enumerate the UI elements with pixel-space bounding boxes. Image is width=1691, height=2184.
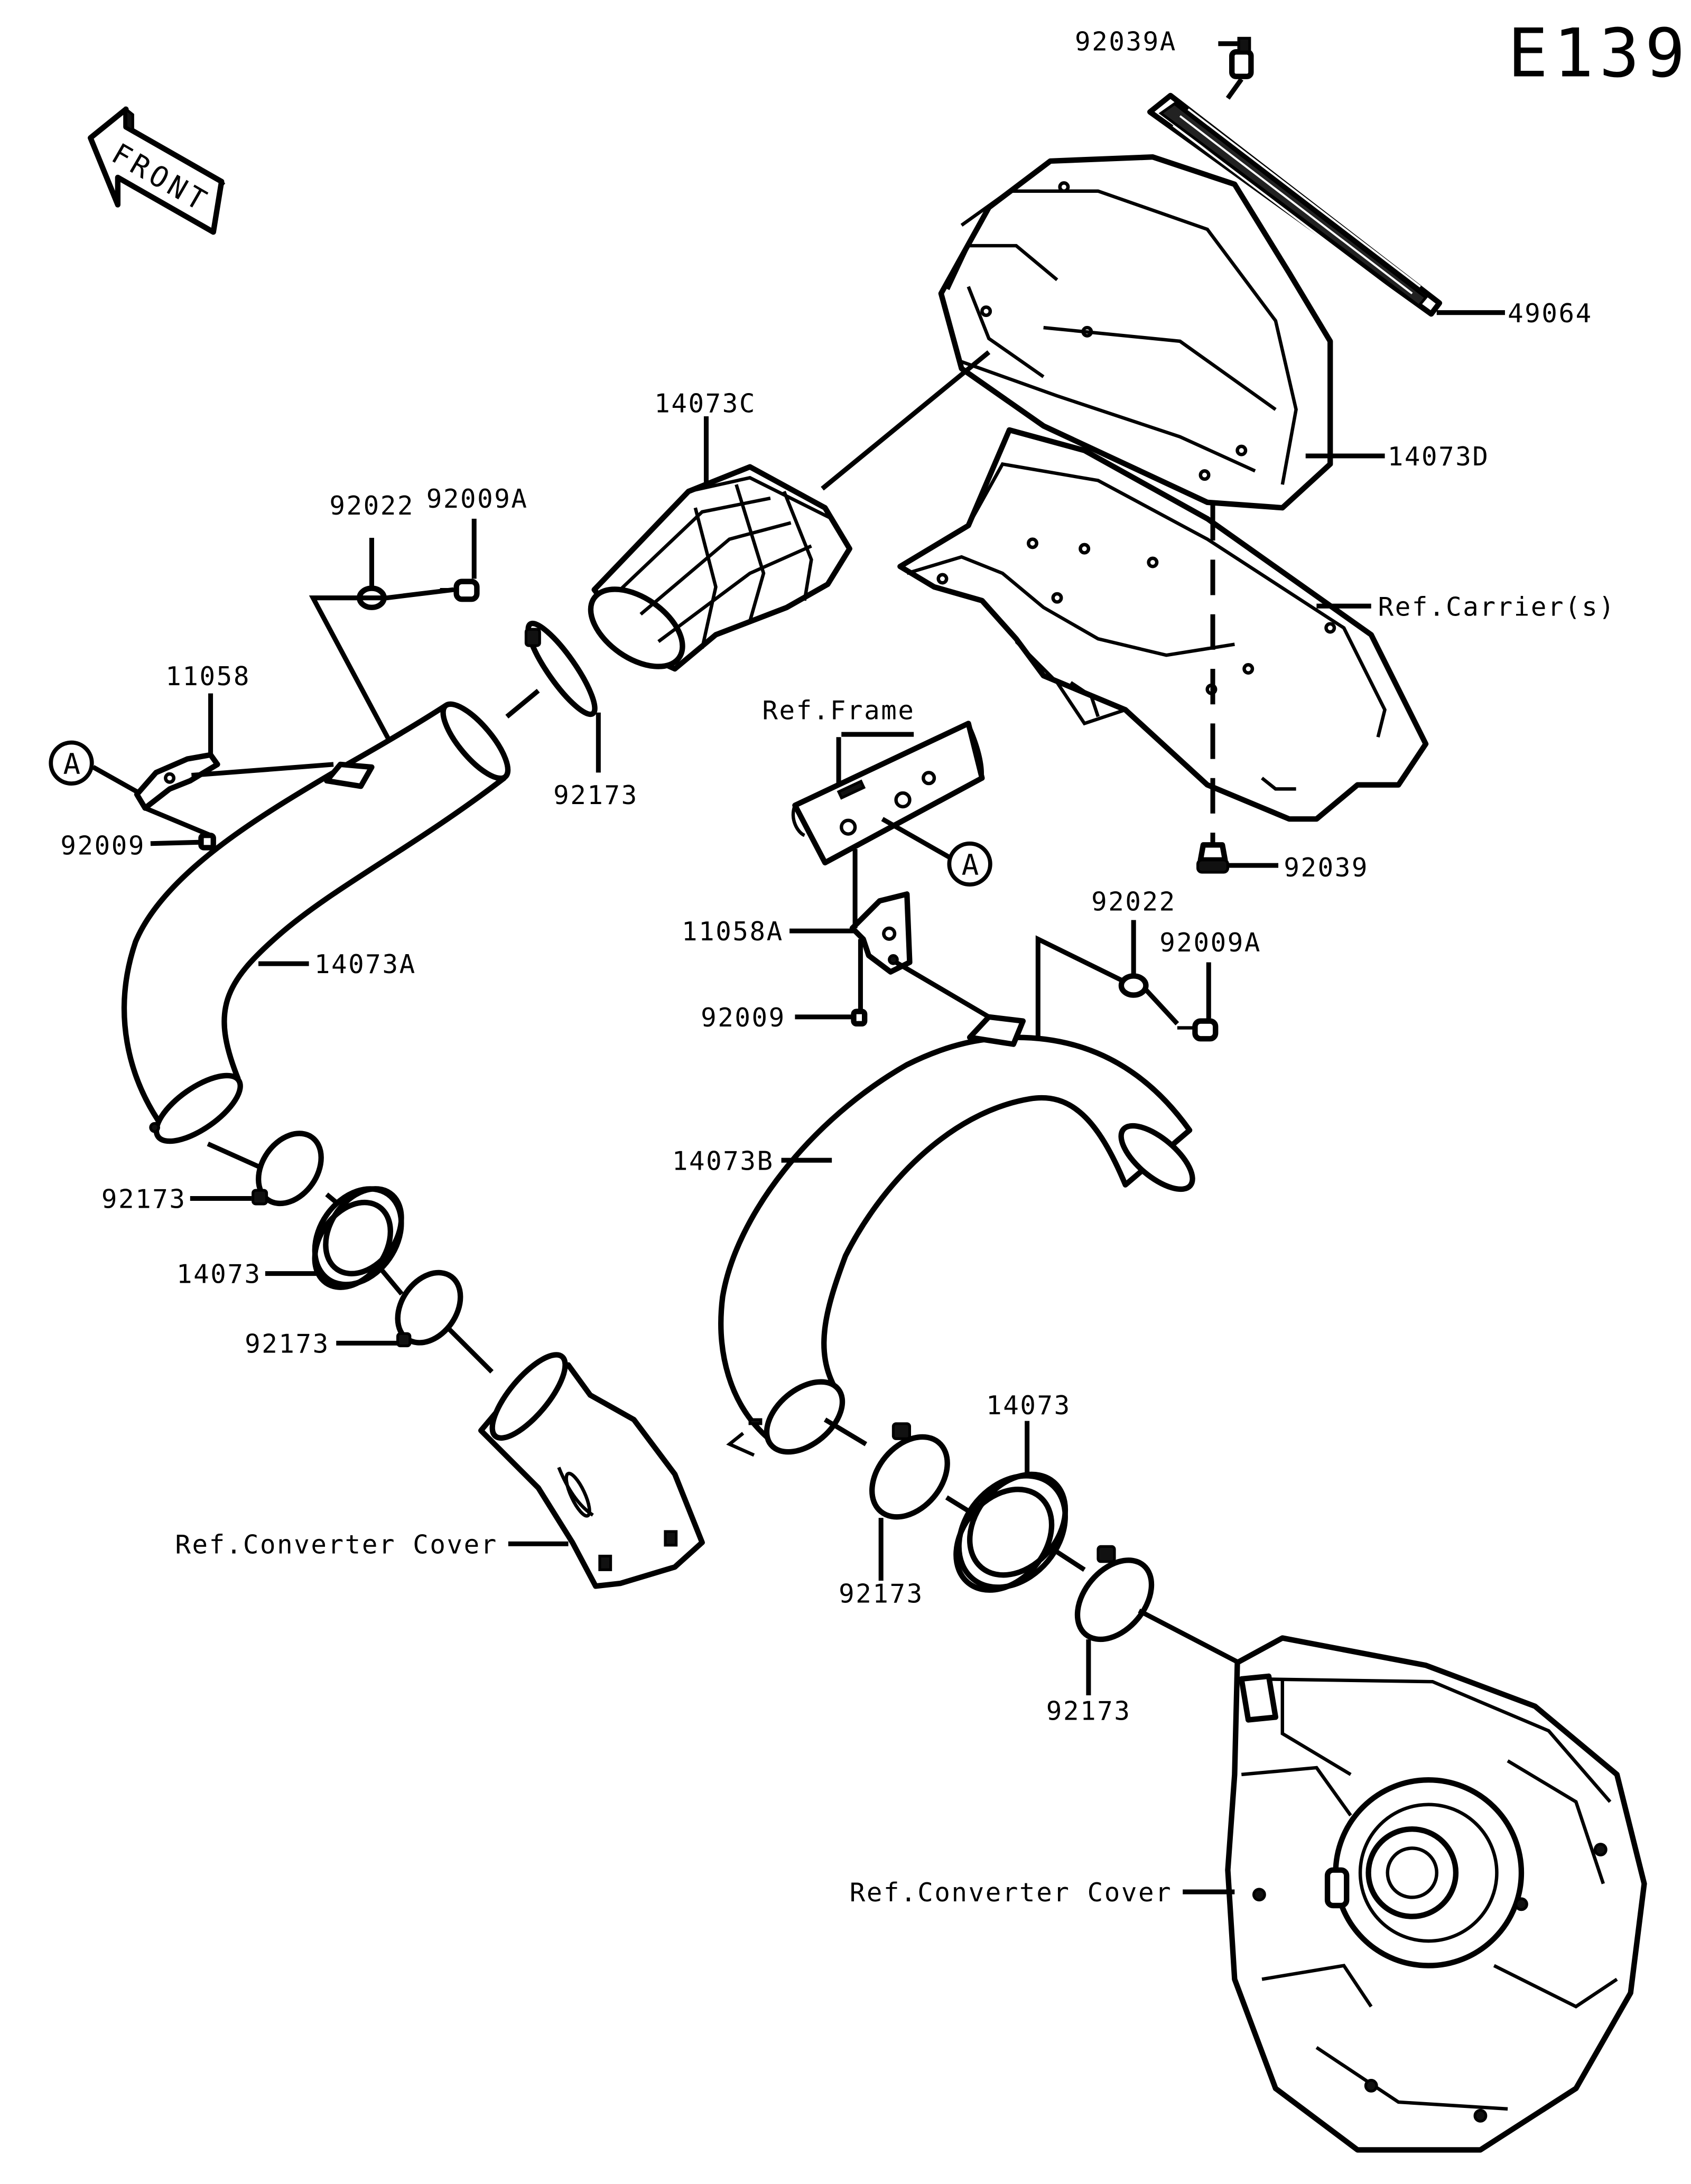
diagram-code: E1394 bbox=[1508, 14, 1691, 92]
label-ref-converter-cover-left: Ref.Converter Cover bbox=[175, 1529, 498, 1560]
clamp-92173-r1 bbox=[869, 1422, 950, 1520]
label-92173-upper: 92173 bbox=[553, 780, 638, 810]
screw-92039A bbox=[1218, 36, 1254, 79]
label-92039A: 92039A bbox=[1075, 26, 1177, 57]
duct-14073A bbox=[122, 701, 511, 1144]
ref-marker-A-right: A bbox=[947, 841, 992, 887]
clamp-92173-r2 bbox=[1074, 1545, 1155, 1642]
ref-marker-A-right-text: A bbox=[962, 848, 979, 882]
label-92022-top: 92022 bbox=[329, 490, 414, 521]
sleeve-14073-left bbox=[312, 1186, 404, 1290]
carrier-ref bbox=[897, 427, 1429, 822]
bracket-11058 bbox=[134, 752, 220, 811]
label-14073-right: 14073 bbox=[986, 1390, 1071, 1421]
label-92009-mid: 92009 bbox=[701, 1002, 786, 1033]
rivet-92039 bbox=[1196, 842, 1230, 874]
duct-14073B bbox=[718, 1014, 1195, 1457]
sleeve-14073-right bbox=[953, 1471, 1069, 1593]
bolt-92009-left bbox=[198, 833, 216, 851]
label-92039: 92039 bbox=[1284, 852, 1369, 883]
label-ref-carrier: Ref.Carrier(s) bbox=[1378, 591, 1616, 622]
converter-cover-ref-right bbox=[1225, 1635, 1647, 2153]
clamp-92173-l2 bbox=[395, 1270, 463, 1348]
front-arrow-icon: FRONT bbox=[88, 106, 226, 235]
intake-14073C bbox=[588, 464, 852, 672]
label-92009A-right: 92009A bbox=[1159, 927, 1261, 958]
label-ref-converter-cover-right: Ref.Converter Cover bbox=[850, 1877, 1173, 1908]
label-14073C: 14073C bbox=[654, 388, 756, 418]
label-92009A-top: 92009A bbox=[426, 483, 528, 514]
washer-92022-right bbox=[1118, 973, 1149, 998]
label-ref-frame: Ref.Frame bbox=[762, 695, 915, 726]
converter-cover-ref-left bbox=[478, 1352, 705, 1589]
label-14073B: 14073B bbox=[672, 1145, 774, 1176]
label-92173-r1: 92173 bbox=[839, 1578, 924, 1609]
label-11058: 11058 bbox=[165, 661, 250, 692]
grille-49064 bbox=[1147, 92, 1443, 317]
label-92173-l1: 92173 bbox=[101, 1184, 187, 1215]
clamp-92173-l1 bbox=[252, 1131, 324, 1207]
label-92022-right: 92022 bbox=[1091, 886, 1176, 917]
bolt-92009A-right bbox=[1177, 1018, 1219, 1042]
frame-ref bbox=[791, 721, 985, 866]
label-14073-left: 14073 bbox=[176, 1259, 262, 1290]
label-14073D: 14073D bbox=[1388, 441, 1490, 472]
clamp-92173-upper bbox=[524, 620, 598, 717]
bolt-92009-mid bbox=[851, 1009, 868, 1026]
airbox-cover-14073D bbox=[938, 154, 1333, 511]
label-14073A: 14073A bbox=[314, 949, 416, 979]
label-11058A: 11058A bbox=[682, 916, 784, 947]
label-92173-l2: 92173 bbox=[245, 1328, 330, 1359]
ref-marker-A-left-text: A bbox=[63, 748, 81, 781]
ref-marker-A-left: A bbox=[49, 740, 94, 786]
label-92009-left: 92009 bbox=[60, 830, 145, 861]
label-92173-r2: 92173 bbox=[1046, 1696, 1131, 1726]
label-49064: 49064 bbox=[1508, 298, 1593, 329]
